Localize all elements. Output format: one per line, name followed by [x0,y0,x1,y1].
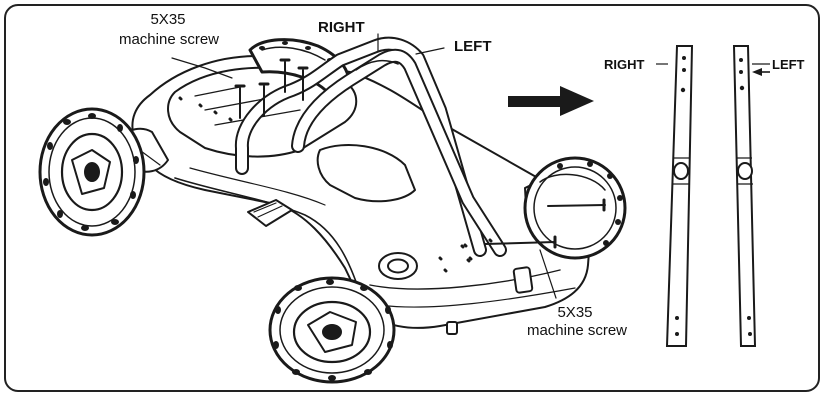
diagram-frame [4,4,820,392]
right-bar-part [656,45,694,347]
top-screw-size-label: 5X35 [150,11,186,28]
big-arrow-icon [508,86,594,116]
bar-right-label: RIGHT [604,57,645,72]
screws-side [484,198,606,249]
leader-bottom-screw [539,249,557,299]
car-right-label: RIGHT [318,19,365,36]
rear-left-wheel [38,107,146,237]
roll-bar [234,36,507,263]
front-right-wheel [523,156,627,260]
car-left-label: LEFT [454,38,492,55]
leader-left [415,47,445,55]
screws-top [234,58,309,119]
bottom-screw-size-label: 5X35 [557,304,593,321]
bottom-screw-name-label: machine screw [526,322,628,339]
front-left-wheel [268,276,396,384]
bar-left-label: LEFT [772,57,805,72]
top-screw-name-label: machine screw [118,31,220,48]
leader-top-screw [171,57,233,79]
left-bar-part [732,45,770,347]
